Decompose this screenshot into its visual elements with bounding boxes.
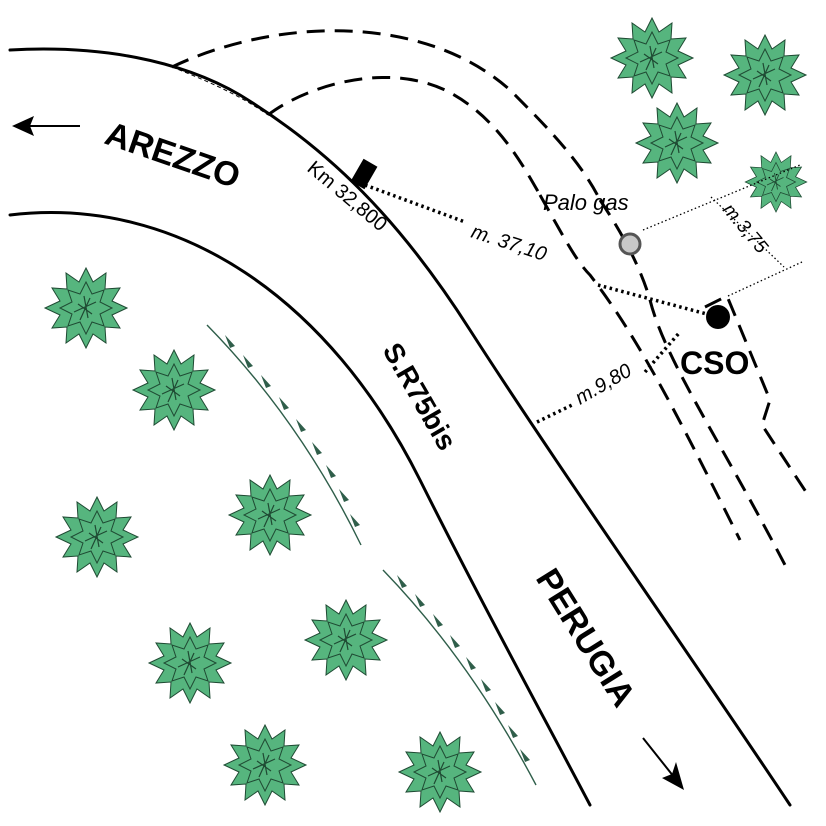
junction-thin-line (171, 66, 269, 116)
tree-icon (55, 496, 139, 578)
label-distance-gas-cso: m.3,75 (718, 200, 772, 258)
tree-icon (723, 34, 807, 116)
tree-icon (398, 731, 482, 813)
road-edge-left (8, 211, 592, 807)
tree-icon (610, 17, 694, 99)
road-to-cso-line (536, 403, 573, 424)
km-marker-icon (350, 158, 378, 190)
gas-to-cso-line-c (710, 196, 785, 268)
tree-icon (223, 724, 307, 806)
embankment-lower (382, 569, 537, 786)
tree-icon (44, 267, 128, 349)
cso-point-icon (706, 305, 730, 329)
label-distance-km-cso: m. 37,10 (468, 221, 549, 266)
gas-pole-icon (618, 232, 642, 256)
tree-icon (132, 349, 216, 431)
tree-icon (148, 622, 232, 704)
tree-icon (304, 599, 388, 681)
label-km-marker: Km 32,800 (303, 157, 391, 236)
trees-left (44, 267, 482, 813)
gas-to-cso-line-a (642, 164, 801, 231)
gas-to-cso-line-b (727, 261, 803, 297)
label-palo-gas: Palo gas (543, 190, 629, 215)
planned-line-inner (267, 76, 542, 196)
tree-icon (228, 474, 312, 556)
tree-icon (635, 102, 719, 184)
label-perugia: PERUGIA (528, 562, 642, 714)
trees-right (610, 17, 808, 213)
cso-enclosure (704, 293, 812, 499)
road-to-cso-line-2 (643, 330, 682, 374)
label-arezzo: AREZZO (100, 115, 245, 196)
label-distance-road-cso: m.9,80 (572, 360, 636, 410)
embankment-upper (206, 324, 362, 546)
planned-line-cso-outer (538, 194, 742, 541)
label-cso: CSO (680, 345, 749, 381)
planned-line-outer (171, 29, 602, 201)
km-to-cso-line-2 (597, 283, 719, 319)
arrow-down-right-icon (642, 737, 684, 790)
label-road-name: S.R75bis (377, 338, 463, 456)
tree-icon (744, 151, 808, 213)
arrow-left-icon (12, 116, 80, 136)
road-edge-right (8, 47, 792, 807)
